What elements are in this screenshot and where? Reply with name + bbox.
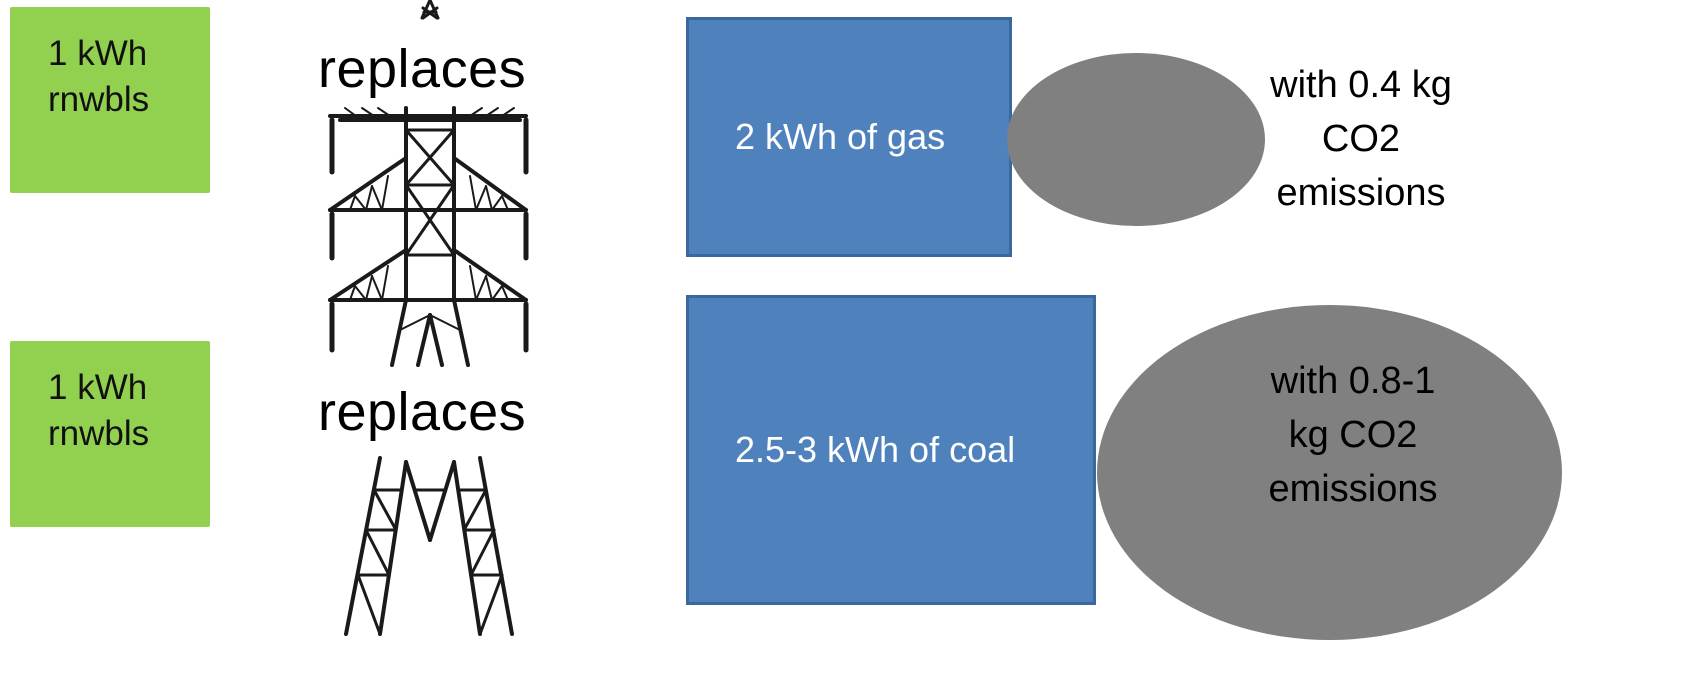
- replaces-label-1: replaces: [318, 39, 527, 99]
- coal-emissions-text: with 0.8-1 kg CO2 emissions: [1222, 354, 1484, 516]
- renewables-amount: 1 kWh: [48, 368, 148, 407]
- coal-emissions-line3: emissions: [1268, 468, 1438, 510]
- renewables-box-2: 1 kWh rnwbls: [10, 341, 210, 527]
- gas-emissions-line3: emissions: [1276, 172, 1446, 214]
- renewables-label: rnwbls: [48, 414, 150, 453]
- coal-emissions-line1: with 0.8-1: [1270, 360, 1436, 402]
- gas-emissions-text: with 0.4 kg CO2 emissions: [1230, 58, 1492, 220]
- gas-emissions-line1: with 0.4 kg: [1270, 64, 1452, 106]
- renewables-label: rnwbls: [48, 80, 150, 119]
- renewables-box-1: 1 kWh rnwbls: [10, 7, 210, 193]
- gas-box: 2 kWh of gas: [686, 17, 1012, 257]
- gas-emissions-ellipse: [1007, 53, 1265, 226]
- replaces-label-2: replaces: [318, 382, 527, 442]
- gas-label: 2 kWh of gas: [735, 116, 946, 157]
- coal-label: 2.5-3 kWh of coal: [735, 429, 1016, 470]
- renewables-amount: 1 kWh: [48, 34, 148, 73]
- power-transmission-tower-icon: [328, 0, 529, 636]
- coal-box: 2.5-3 kWh of coal: [686, 295, 1096, 605]
- gas-emissions-line2: CO2: [1321, 118, 1401, 160]
- coal-emissions-ellipse: [1097, 305, 1562, 640]
- coal-emissions-line2: kg CO2: [1288, 414, 1418, 456]
